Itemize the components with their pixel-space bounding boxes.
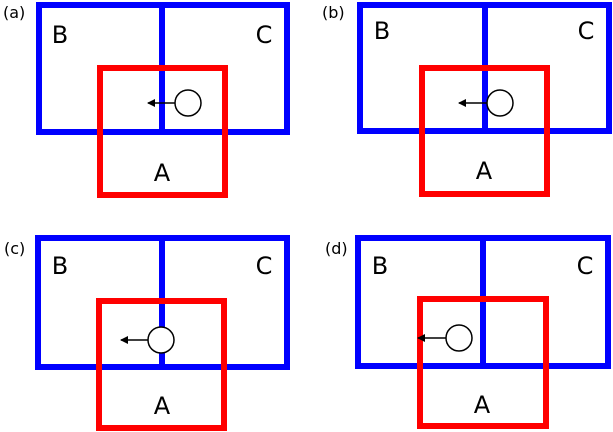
region-c-label: C [256,252,273,280]
panel-label: (d) [325,239,348,258]
region-b-label: B [374,17,390,45]
particle-circle [445,324,473,352]
particle-circle [174,89,202,117]
region-a-label: A [474,391,491,419]
region-a-box [419,65,550,197]
panel-d: (d) B C A [325,235,611,429]
region-b-label: B [372,252,388,280]
panel-c: (c) B C A [4,235,290,431]
particle-circle [147,326,175,354]
region-c-label: C [577,252,594,280]
region-a-label: A [476,157,493,185]
region-b-label: B [52,21,68,49]
region-a-box [417,296,549,429]
region-a-label: A [154,392,171,420]
panel-a: (a) B C A [3,2,290,198]
panel-b: (b) B C A [322,2,612,197]
region-b-label: B [52,252,68,280]
region-a-label: A [154,159,171,187]
panel-label: (a) [3,3,25,22]
region-a-box [96,298,227,431]
panel-label: (c) [4,239,25,258]
region-a-box [97,65,228,198]
particle-circle [486,89,514,117]
panel-label: (b) [322,3,345,22]
region-c-label: C [578,17,595,45]
region-c-label: C [256,21,273,49]
